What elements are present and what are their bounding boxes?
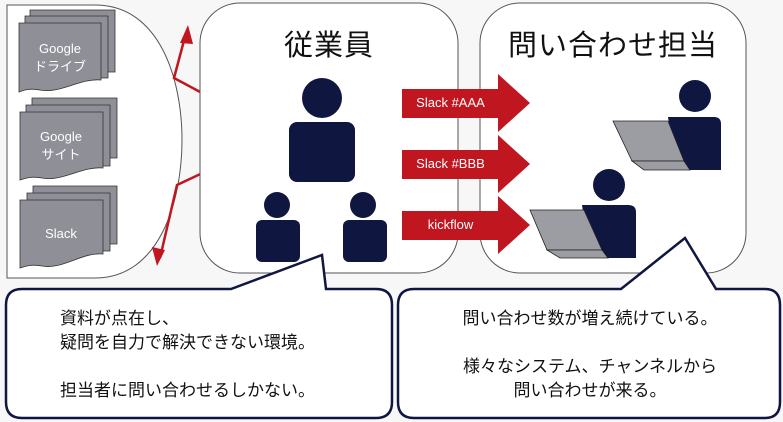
bubble-left-line2: 疑問を自力で解決できない環境。: [60, 333, 315, 353]
doc-label-google-site: Google サイト: [31, 128, 91, 164]
arrow-head-down: [152, 247, 165, 266]
support-title: 問い合わせ担当: [507, 28, 718, 62]
channel-label-slack-aaa: Slack #AAA: [416, 95, 485, 110]
doc-stack-google-drive: [18, 9, 116, 93]
speech-bubble-right: [396, 236, 782, 420]
channel-arrow-slack-aaa: [402, 74, 530, 132]
channel-arrow-slack-bbb: [402, 135, 530, 193]
bubble-right-line1: 問い合わせ数が増え続けている。: [462, 309, 718, 329]
doc-label-line1: Slack: [45, 226, 77, 241]
speech-bubble-left: [4, 253, 394, 420]
doc-label-line1: Google: [40, 129, 82, 144]
arrow-head-up: [180, 25, 193, 44]
employee-right-icon: [343, 192, 387, 262]
support-staff-bottom-icon: [529, 169, 636, 259]
channel-arrow-kickflow: [402, 196, 530, 254]
bubble-left-line3: 担当者に問い合わせるしかない。: [60, 381, 315, 401]
bubble-left-text: 資料が点在し、 疑問を自力で解決できない環境。 担当者に問い合わせるしかない。: [60, 307, 380, 403]
channel-label-kickflow: kickflow: [427, 217, 474, 232]
doc-label-line2: サイト: [41, 147, 81, 162]
bubble-right-text: 問い合わせ数が増え続けている。 様々なシステム、チャンネルから 問い合わせが来る…: [400, 307, 780, 403]
support-staff-top-icon: [612, 80, 721, 171]
doc-stack-google-site: [19, 97, 118, 181]
channel-label-slack-bbb: Slack #BBB: [416, 156, 485, 171]
employee-manager-icon: [289, 78, 355, 182]
doc-label-google-drive: Google ドライブ: [30, 40, 90, 76]
doc-stack-slack: [19, 185, 118, 269]
bubble-right-line3: 問い合わせが来る。: [513, 381, 667, 401]
employee-left-icon: [256, 192, 300, 262]
employees-title: 従業員: [283, 28, 374, 62]
support-panel: [479, 2, 747, 274]
doc-label-slack: Slack: [31, 225, 91, 243]
bubble-left-line1: 資料が点在し、: [60, 309, 179, 329]
bubble-right-line2: 様々なシステム、チャンネルから: [463, 357, 717, 377]
doc-label-line1: Google: [39, 41, 81, 56]
doc-label-line2: ドライブ: [33, 59, 86, 74]
